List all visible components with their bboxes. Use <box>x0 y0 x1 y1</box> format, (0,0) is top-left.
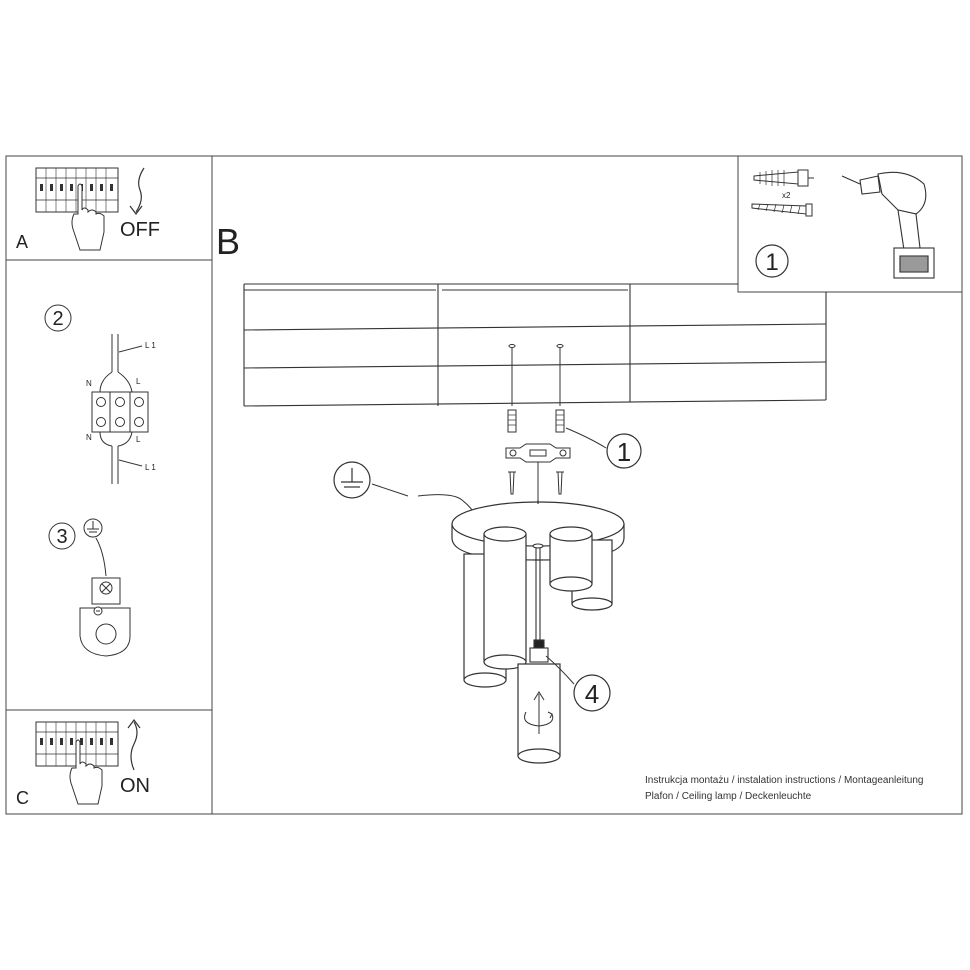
drill-inset: x2 1 <box>751 169 935 279</box>
panel-b-letter: B <box>216 221 240 262</box>
wire-label-l-bottom: L <box>136 435 141 444</box>
ground-leader <box>371 483 409 497</box>
hardware-count: x2 <box>782 191 791 200</box>
step-4-number: 4 <box>585 679 599 709</box>
screws <box>508 471 564 495</box>
fuse-box-on-icon <box>35 721 119 767</box>
caption-line-1: Instrukcja montażu / instalation instruc… <box>645 775 924 786</box>
step-4-badge <box>573 674 611 712</box>
fuse-box-icon <box>35 167 119 213</box>
off-arrowhead-icon <box>129 205 143 215</box>
ground-step: 3 <box>48 518 131 657</box>
step-3-badge <box>48 522 76 550</box>
caption-line-2: Plafon / Ceiling lamp / Deckenleuchte <box>645 791 812 802</box>
wire-label-n-bottom: N <box>86 433 92 442</box>
power-drill-icon <box>841 171 935 279</box>
hand-on-icon <box>69 739 103 805</box>
step-1-badge-main <box>606 433 642 469</box>
off-arrow-icon <box>135 167 145 213</box>
wire-label-l-top: L <box>136 377 141 386</box>
panel-a-letter: A <box>16 232 28 252</box>
drill-holes <box>508 344 564 406</box>
wall-plugs <box>507 409 565 433</box>
ground-symbol-large-icon <box>333 461 371 499</box>
ground-symbol-small-icon <box>83 518 103 538</box>
ground-wire <box>95 537 107 577</box>
step-4-leader <box>545 655 575 685</box>
terminal-block-diagram <box>91 334 149 484</box>
wire-label-l1-top: L 1 <box>145 341 156 350</box>
wire-label-n-top: N <box>86 379 92 388</box>
rotate-arrow-icon <box>524 691 554 734</box>
off-label: OFF <box>120 219 160 241</box>
wiring-step: 2 L 1 N L N L L 1 <box>44 304 156 484</box>
terminal-screws <box>96 397 144 427</box>
hand-icon <box>71 183 105 251</box>
step-1-number-inset: 1 <box>765 249 778 276</box>
panel-c-letter: C <box>16 788 29 808</box>
outer-frame <box>5 155 963 815</box>
tube-front-left <box>483 526 527 670</box>
step-2-number: 2 <box>52 308 63 330</box>
on-arrowhead-icon <box>127 719 141 729</box>
step-3-number: 3 <box>56 526 67 548</box>
ceiling-panels <box>243 283 827 407</box>
wall-plug-icon <box>753 169 814 187</box>
screw-icon <box>751 203 813 217</box>
ground-bracket-icon <box>79 577 131 657</box>
step-1-leader <box>565 427 607 449</box>
panel-a: A OFF <box>16 167 160 252</box>
panel-c: C ON <box>16 719 150 808</box>
step-2-badge <box>44 304 72 332</box>
lamp-tubes <box>463 526 613 764</box>
center-socket <box>529 543 549 663</box>
tube-front-right <box>549 526 593 592</box>
on-label: ON <box>120 775 150 797</box>
wire-label-l1-bottom: L 1 <box>145 463 156 472</box>
mounting-bracket <box>505 443 571 500</box>
step-1-badge-inset <box>755 244 789 278</box>
step-1-number-main: 1 <box>617 437 631 467</box>
on-arrow-icon <box>130 721 138 771</box>
